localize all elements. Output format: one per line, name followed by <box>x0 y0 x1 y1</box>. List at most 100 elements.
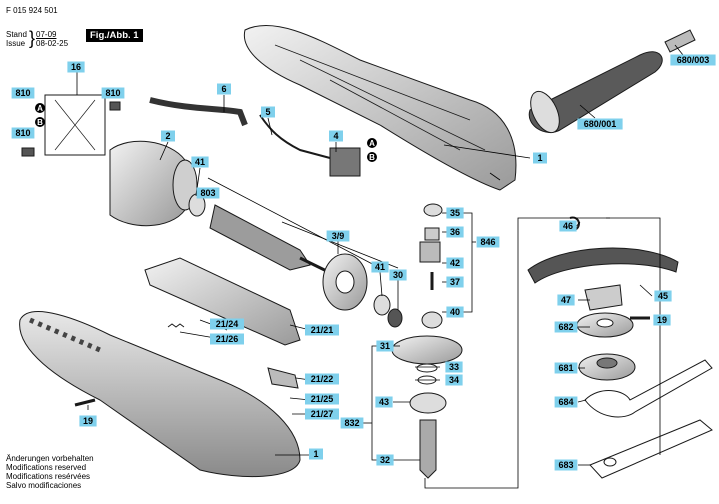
latch <box>267 367 299 389</box>
switch-assembly <box>44 94 106 156</box>
part-label-box <box>305 324 339 336</box>
part-label-text: 5 <box>265 107 270 117</box>
part-label-box <box>375 396 393 408</box>
part-label-box <box>326 230 350 242</box>
armature <box>209 204 311 271</box>
part-label-box <box>210 333 244 345</box>
part-label-text: 43 <box>379 397 389 407</box>
bearing-40 <box>421 311 443 329</box>
part-label-box <box>476 236 500 248</box>
part-label-box <box>309 448 323 460</box>
part-label-p42: 42 <box>446 257 464 269</box>
part-label-p682: 682 <box>554 321 578 333</box>
svg-text:B: B <box>37 118 43 127</box>
part-label-text: 36 <box>450 227 460 237</box>
document-number: F 015 924 501 <box>6 6 58 15</box>
part-label-text: 684 <box>558 397 573 407</box>
part-label-p810b: 810 <box>11 127 35 139</box>
part-label-text: 33 <box>449 362 459 372</box>
part-label-p1b: 1 <box>309 448 323 460</box>
part-label-p810a: 810 <box>101 87 125 99</box>
sleeve-36 <box>424 227 440 241</box>
part-label-text: 681 <box>558 363 573 373</box>
part-label-p31: 31 <box>376 340 394 352</box>
part-label-box <box>446 257 464 269</box>
stand-value: 07-09 <box>36 30 57 39</box>
part-label-text: 683 <box>558 460 573 470</box>
bracket-glyph: } <box>29 28 36 48</box>
part-label-text: 680/001 <box>584 119 617 129</box>
part-label-box <box>376 454 394 466</box>
marker-a-left: A <box>35 103 45 113</box>
part-label-text: 4 <box>333 131 338 141</box>
housing-shell-top-inner <box>274 44 486 151</box>
part-label-p47: 47 <box>557 294 575 306</box>
screw-19a <box>74 398 96 407</box>
pinion <box>387 308 403 328</box>
connection-markers: A B A B <box>35 103 377 162</box>
parts-artwork <box>19 25 713 479</box>
part-label-box <box>670 54 716 66</box>
part-label-box <box>210 318 244 330</box>
switch-rod <box>144 257 301 346</box>
part-label-text: 1 <box>313 449 318 459</box>
part-label-p1a: 1 <box>533 152 547 164</box>
part-label-p36: 36 <box>446 226 464 238</box>
part-label-box <box>305 373 339 385</box>
part-label-text: 21/26 <box>216 334 239 344</box>
marker-b-left: B <box>35 117 45 127</box>
svg-text:A: A <box>369 139 375 148</box>
part-label-box <box>329 130 343 142</box>
part-label-p37: 37 <box>446 276 464 288</box>
part-label-text: 40 <box>450 307 460 317</box>
part-label-p21_24: 21/24 <box>210 318 244 330</box>
part-label-text: 35 <box>450 208 460 218</box>
part-label-box <box>654 290 672 302</box>
part-label-box <box>67 61 85 73</box>
part-label-text: 3/9 <box>332 231 345 241</box>
handle-guard <box>530 90 560 134</box>
housing-shell-top <box>243 25 517 191</box>
part-label-p46: 46 <box>559 220 577 232</box>
part-label-p33: 33 <box>445 361 463 373</box>
part-label-box <box>557 294 575 306</box>
part-label-box <box>305 408 339 420</box>
spindle <box>419 419 437 479</box>
part-label-p5: 5 <box>261 106 275 118</box>
part-label-box <box>389 269 407 281</box>
part-label-p3_9: 3/9 <box>326 230 350 242</box>
part-label-p35: 35 <box>446 207 464 219</box>
part-label-p683: 683 <box>554 459 578 471</box>
part-label-p680_003: 680/003 <box>670 54 716 66</box>
part-label-text: 46 <box>563 221 573 231</box>
part-label-box <box>79 415 97 427</box>
part-label-text: 810 <box>15 128 30 138</box>
part-label-box <box>577 118 623 130</box>
part-label-p43: 43 <box>375 396 393 408</box>
part-label-p16: 16 <box>67 61 85 73</box>
part-label-p803: 803 <box>196 187 220 199</box>
part-label-text: 19 <box>83 416 93 426</box>
part-label-box <box>653 314 671 326</box>
part-label-p30: 30 <box>389 269 407 281</box>
part-label-p21_25: 21/25 <box>305 393 339 405</box>
part-label-box <box>554 321 578 333</box>
part-label-text: 21/24 <box>216 319 239 329</box>
part-label-p21_26: 21/26 <box>210 333 244 345</box>
part-label-box <box>376 340 394 352</box>
part-label-text: 41 <box>375 262 385 272</box>
part-label-text: 803 <box>200 188 215 198</box>
part-label-p21_21: 21/21 <box>305 324 339 336</box>
part-label-box <box>446 226 464 238</box>
part-label-box <box>217 83 231 95</box>
part-label-p41b: 41 <box>371 261 389 273</box>
part-label-box <box>554 459 578 471</box>
wrench-683 <box>589 419 713 479</box>
switch <box>329 147 361 177</box>
svg-text:A: A <box>37 104 43 113</box>
part-label-box <box>446 207 464 219</box>
part-label-text: 31 <box>380 341 390 351</box>
part-label-box <box>446 276 464 288</box>
marker-b-right: B <box>367 152 377 162</box>
